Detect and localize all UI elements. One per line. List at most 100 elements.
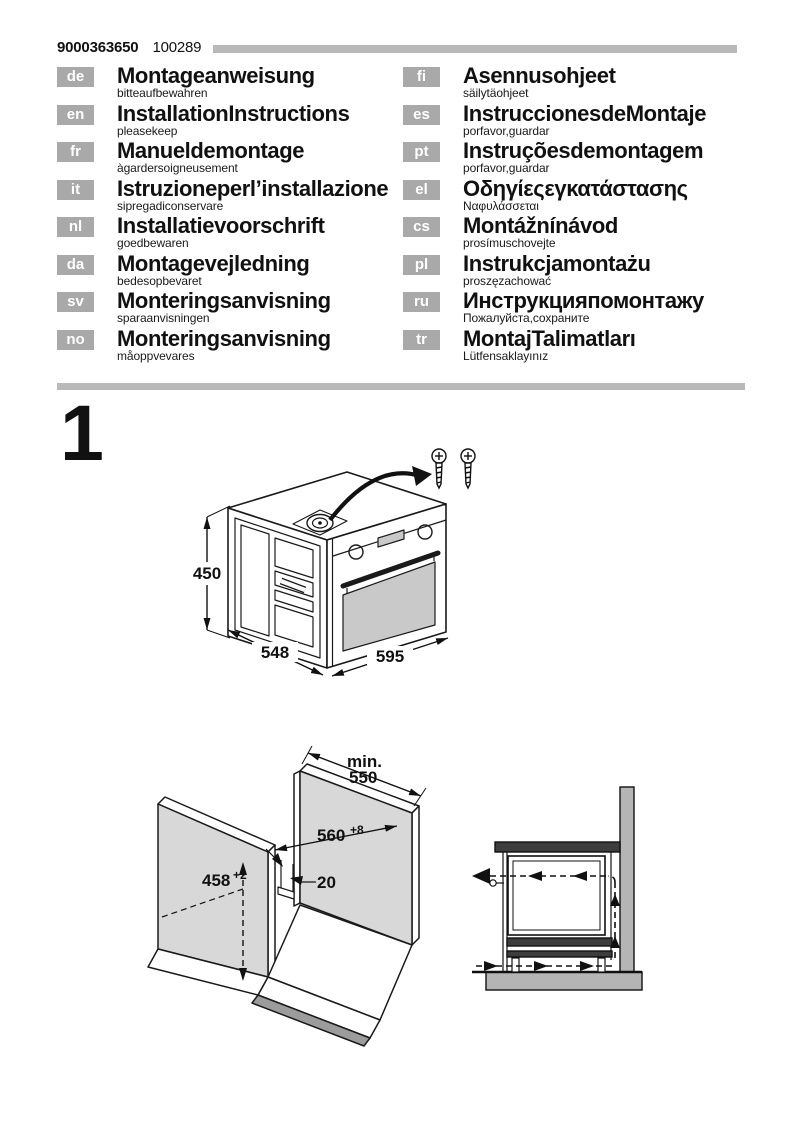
wall — [619, 786, 635, 973]
dimension-height-450: 450 — [193, 505, 231, 639]
svg-text:548: 548 — [261, 643, 289, 662]
svg-text:458: 458 — [202, 871, 230, 890]
lang-title: Инструкцияпомонтажу — [463, 288, 704, 313]
lang-entry-pt: pt Instruçõesdemontagem porfavor,guardar — [403, 139, 798, 177]
dimension-width-595: 595 — [331, 637, 449, 677]
left-wall — [157, 803, 269, 978]
lang-note: sipregadiconservare — [117, 198, 224, 213]
base-shadow — [251, 994, 371, 1047]
lang-title: Asennusohjeet — [463, 63, 616, 88]
lang-entry-de: de Montageanweisung bitteaufbewahren — [57, 64, 397, 102]
lang-badge-fi: fi — [403, 67, 440, 87]
side-view — [472, 786, 643, 991]
lang-title: Monteringsanvisning — [117, 325, 331, 351]
airflow-arrows — [472, 868, 620, 971]
lang-badge-cs: cs — [403, 217, 440, 237]
lang-entry-cs: cs Montážnínávod prosímuschovejte — [403, 214, 798, 252]
lang-badge-pl: pl — [403, 254, 440, 275]
lang-note: bedesopbevaret — [117, 273, 202, 288]
lang-badge-de: de — [57, 67, 94, 87]
language-column-left: de Montageanweisung bitteaufbewahren en … — [57, 64, 397, 364]
lang-note: sparaanvisningen — [117, 311, 210, 325]
lang-note: àgardersoigneusement — [117, 161, 238, 175]
lang-note: Ναφυλάσσεται — [463, 198, 539, 213]
lang-badge-es: es — [403, 104, 440, 125]
oven-handle — [340, 550, 441, 589]
lang-title: Montageanweisung — [117, 63, 315, 88]
lang-note: Пожалуйста,сохраните — [463, 311, 590, 325]
lang-entry-es: es InstruccionesdeMontaje porfavor,guard… — [403, 102, 798, 140]
lang-entry-da: da Montagevejledning bedesopbevaret — [57, 252, 397, 290]
lang-title: Montážnínávod — [463, 213, 618, 238]
lang-entry-pl: pl Instrukcjamontażu proszęzachować — [403, 252, 798, 290]
oven-knob-right — [417, 524, 433, 540]
lang-title: Installatievoorschrift — [117, 213, 325, 238]
screw-icon — [431, 448, 447, 490]
screw-pointer-arrow — [328, 466, 432, 522]
svg-text:min.: min. — [347, 752, 382, 771]
lang-entry-en: en InstallationInstructions pleasekeep — [57, 102, 397, 140]
lang-note: Lütfensaklayınız — [463, 348, 549, 363]
lang-badge-da: da — [57, 254, 94, 275]
floor — [485, 971, 643, 991]
vent-cutout — [277, 886, 295, 900]
lang-badge-tr: tr — [403, 329, 440, 350]
dimension-height-458: 458 +2 — [161, 862, 247, 981]
lang-badge-nl: nl — [57, 217, 94, 237]
lang-title: InstallationInstructions — [117, 100, 350, 126]
lang-title: Manueldemontage — [117, 138, 305, 163]
dimension-depth-min-550: min. 550 — [301, 745, 427, 807]
oven-knob-left — [348, 544, 364, 560]
oven-handle — [489, 879, 497, 887]
svg-text:560: 560 — [317, 826, 345, 845]
lang-entry-it: it Istruzioneperl’installazione sipregad… — [57, 177, 397, 215]
lang-note: proszęzachować — [463, 273, 551, 288]
plinth-strip-2 — [506, 950, 613, 958]
airflow-side-view-diagram — [472, 786, 643, 991]
svg-text:+2: +2 — [233, 868, 247, 882]
cabinet-leg — [511, 957, 520, 973]
cabinet-isometric — [147, 763, 420, 1047]
lang-badge-ru: ru — [403, 292, 440, 312]
lang-title: Montagevejledning — [117, 250, 310, 276]
lang-title: Instruçõesdemontagem — [463, 138, 704, 163]
svg-text:595: 595 — [376, 647, 404, 666]
lang-title: Instrukcjamontażu — [463, 250, 651, 276]
section-divider-bar — [57, 383, 745, 390]
lang-badge-it: it — [57, 179, 94, 200]
svg-text:550: 550 — [349, 768, 377, 787]
svg-text:20: 20 — [317, 873, 336, 892]
lang-note: bitteaufbewahren — [117, 86, 208, 100]
lang-note: prosímuschovejte — [463, 236, 556, 250]
plinth-strip-1 — [506, 937, 613, 947]
lang-note: pleasekeep — [117, 123, 178, 138]
lang-badge-el: el — [403, 179, 440, 200]
lang-entry-tr: tr MontajTalimatları Lütfensaklayınız — [403, 327, 798, 365]
lang-badge-sv: sv — [57, 292, 94, 312]
lang-entry-ru: ru Инструкцияпомонтажу Пожалуйста,сохран… — [403, 289, 798, 327]
top-fan-cutout — [292, 509, 348, 536]
lang-entry-no: no Monteringsanvisning måoppvevares — [57, 327, 397, 365]
oven-dimension-diagram: 450 548 595 — [193, 448, 476, 677]
lang-note: goedbewaren — [117, 236, 189, 250]
oven-isometric — [227, 471, 447, 669]
lang-badge-pt: pt — [403, 142, 440, 162]
lang-note: porfavor,guardar — [463, 161, 550, 175]
lang-note: säilytäohjeet — [463, 86, 529, 100]
svg-text:450: 450 — [193, 564, 221, 583]
step-number: 1 — [60, 388, 104, 477]
screw-icon — [460, 448, 476, 490]
countertop — [494, 841, 621, 853]
dimension-width-560: 560 +8 — [274, 823, 398, 852]
lang-entry-nl: nl Installatievoorschrift goedbewaren — [57, 214, 397, 252]
lang-entry-fr: fr Manueldemontage àgardersoigneusement — [57, 139, 397, 177]
cabinet-niche-diagram: min. 550 560 +8 458 +2 20 — [147, 745, 427, 1047]
header-bar — [213, 45, 737, 53]
language-column-right: fi Asennusohjeet säilytäohjeet es Instru… — [403, 64, 798, 364]
lang-entry-sv: sv Monteringsanvisning sparaanvisningen — [57, 289, 397, 327]
lang-badge-en: en — [57, 104, 94, 125]
lang-entry-fi: fi Asennusohjeet säilytäohjeet — [403, 64, 798, 102]
dimension-depth-548: 548 — [227, 629, 324, 676]
